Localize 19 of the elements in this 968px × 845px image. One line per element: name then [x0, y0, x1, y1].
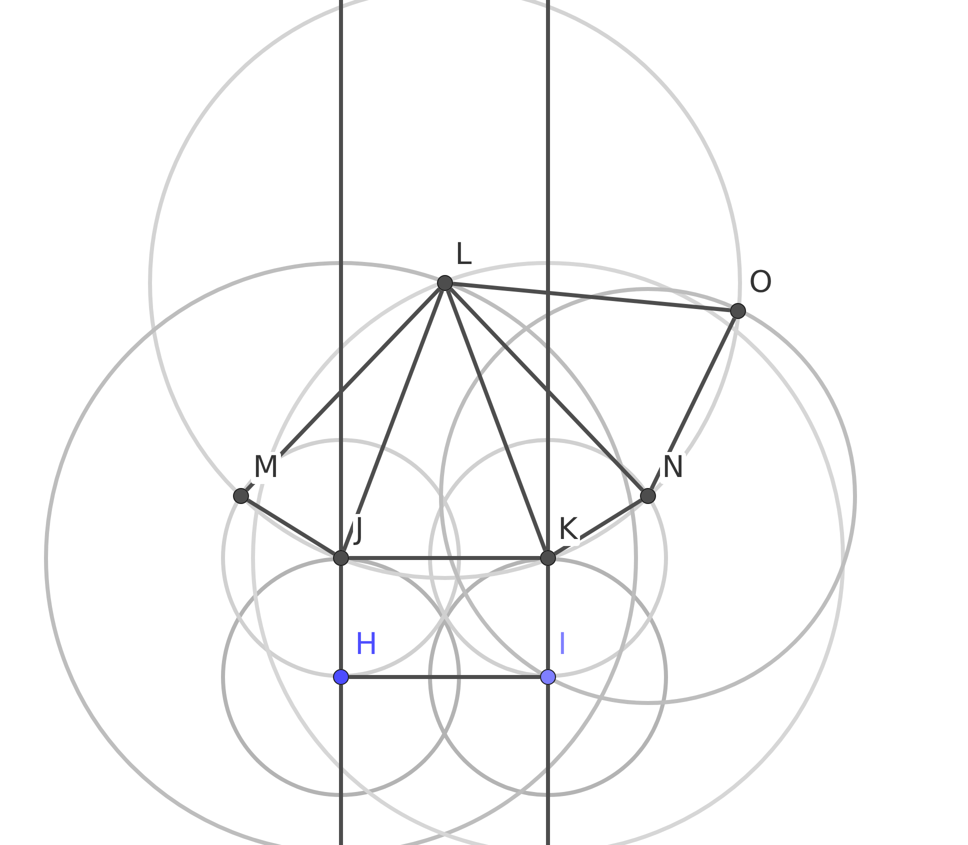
line-segment [246, 498, 336, 556]
point-dot [540, 550, 556, 566]
line-segment [446, 290, 548, 552]
point-label: M [251, 452, 281, 484]
line-segment [650, 317, 736, 490]
line-segment [349, 675, 540, 679]
line-segment [342, 290, 444, 552]
line-segment [546, 566, 550, 669]
point-dot [540, 669, 556, 685]
point-label: N [660, 452, 686, 484]
line-segment [339, 566, 343, 669]
point-dot [333, 669, 349, 685]
line-segment [452, 282, 730, 312]
line-segment [449, 287, 644, 492]
line-segment [349, 556, 540, 560]
point-dot [730, 303, 746, 319]
line-segment [554, 498, 642, 556]
point-dot [437, 275, 453, 291]
point-dot [333, 550, 349, 566]
